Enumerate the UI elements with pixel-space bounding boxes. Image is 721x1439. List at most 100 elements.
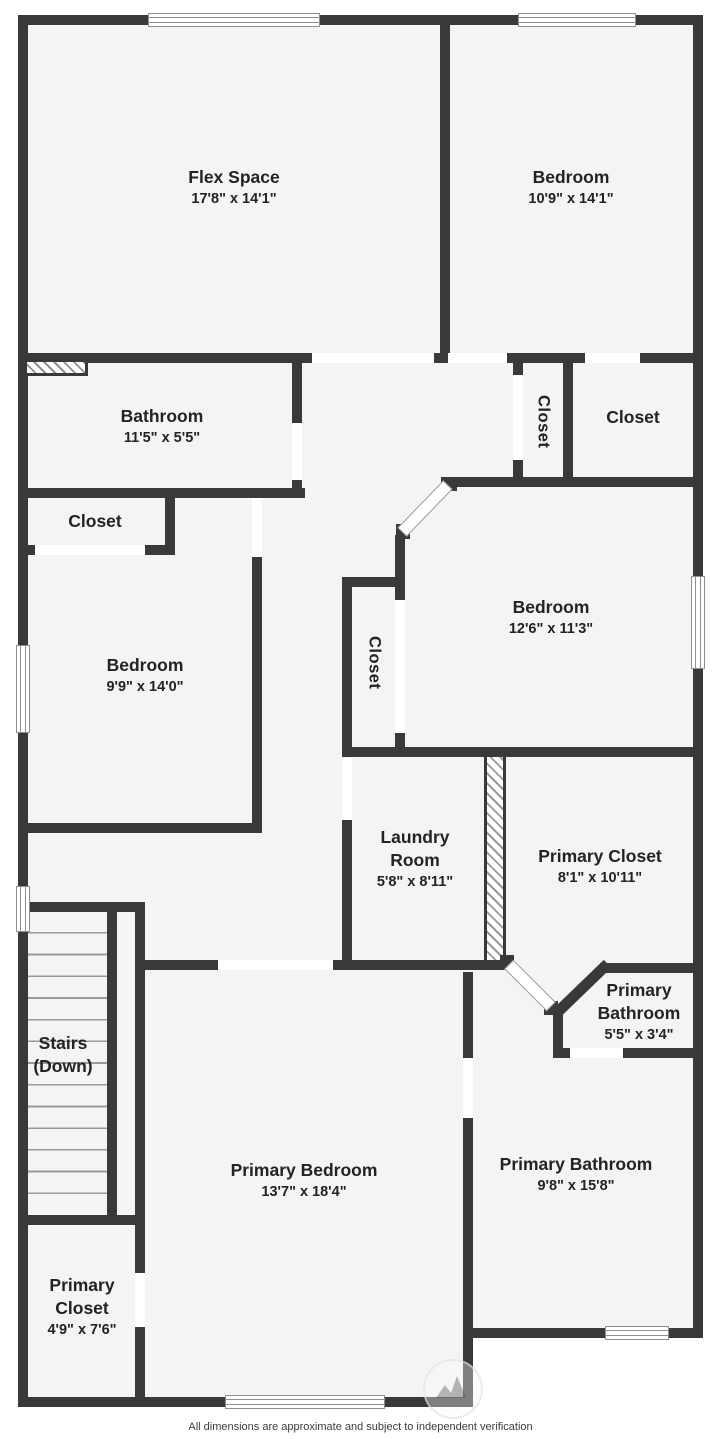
wall-laundry-south bbox=[333, 960, 510, 970]
opening-closet-narrow bbox=[513, 375, 523, 460]
wall-upper-band-west bbox=[18, 353, 312, 363]
hatched-chase bbox=[484, 757, 506, 960]
wall-upper-band-east bbox=[640, 353, 703, 363]
room-dims: 9'9" x 14'0" bbox=[106, 679, 184, 695]
opening-laundry bbox=[342, 758, 352, 820]
wall-primary-bedroom-east-upper bbox=[463, 972, 473, 1058]
room-label-primary-bathroom: Primary Bathroom 9'8" x 15'8" bbox=[466, 1153, 686, 1196]
wall-stairs-north bbox=[18, 902, 145, 912]
wall-closets-south bbox=[450, 477, 703, 487]
room-name: Primary Bathroom bbox=[597, 980, 681, 1023]
opening-primary-bathroom bbox=[463, 1058, 473, 1118]
opening-flex-space bbox=[312, 353, 434, 363]
wall-closet-middle-east-upper bbox=[395, 587, 405, 600]
room-name: Closet bbox=[68, 511, 122, 531]
room-label-closet-middle: Closet bbox=[365, 636, 384, 690]
window-primary-bathroom bbox=[605, 1326, 669, 1340]
footer-disclaimer: All dimensions are approximate and subje… bbox=[188, 1421, 533, 1433]
room-label-primary-bedroom: Primary Bedroom 13'7" x 18'4" bbox=[184, 1159, 424, 1202]
room-label-stairs: Stairs (Down) bbox=[23, 1032, 103, 1078]
wall-hall-closet-east bbox=[165, 498, 175, 555]
room-name: Stairs (Down) bbox=[33, 1033, 93, 1076]
window-primary-bedroom bbox=[225, 1395, 385, 1409]
wall-hall-closet-south-west bbox=[18, 545, 35, 555]
wall-primary-bedroom-north-west bbox=[145, 960, 218, 970]
room-label-bathroom: Bathroom 11'5" x 5'5" bbox=[62, 405, 262, 448]
room-name: Primary Bedroom bbox=[230, 1160, 378, 1180]
wall-bathroom-east-upper bbox=[292, 363, 302, 423]
room-name: Bedroom bbox=[106, 655, 184, 675]
room-name: Bedroom bbox=[532, 167, 610, 187]
room-name: Primary Closet bbox=[538, 846, 662, 866]
wall-toilet-south-east bbox=[623, 1048, 703, 1058]
room-label-bedroom-top: Bedroom 10'9" x 14'1" bbox=[451, 166, 691, 209]
stair-treads bbox=[28, 912, 107, 1212]
window-flex-space bbox=[148, 13, 320, 27]
room-name: Laundry Room bbox=[380, 827, 450, 870]
window-bedroom-top bbox=[518, 13, 636, 27]
window-stairs bbox=[16, 886, 30, 932]
room-label-bedroom-left: Bedroom 9'9" x 14'0" bbox=[45, 654, 245, 697]
room-name: Primary Closet bbox=[49, 1275, 115, 1318]
wall-bedroom-middle-west bbox=[395, 535, 405, 587]
watermark-logo bbox=[422, 1358, 484, 1420]
wall-closet-middle-north bbox=[342, 577, 405, 587]
opening-bedroom-top bbox=[448, 353, 507, 363]
opening-primary-bedroom bbox=[218, 960, 333, 970]
wall-hall-closet-south-east bbox=[145, 545, 175, 555]
room-dims: 13'7" x 18'4" bbox=[261, 1184, 347, 1200]
wall-bedroom-left-south bbox=[18, 823, 262, 833]
room-dims: 17'8" x 14'1" bbox=[191, 191, 277, 207]
room-dims: 11'5" x 5'5" bbox=[123, 430, 201, 446]
room-label-primary-closet-lower: Primary Closet 4'9" x 7'6" bbox=[37, 1274, 127, 1340]
room-dims: 8'1" x 10'11" bbox=[557, 870, 643, 886]
opening-closet-middle bbox=[395, 600, 405, 733]
wall-closet-middle-west bbox=[342, 587, 352, 757]
room-label-closet-narrow: Closet bbox=[534, 395, 553, 449]
wall-bathroom-south bbox=[18, 488, 305, 498]
wall-primary-bedroom-west-upper bbox=[135, 910, 145, 1273]
opening-bedroom-left bbox=[252, 498, 262, 557]
wall-primary-bathroom-south bbox=[463, 1328, 703, 1338]
room-label-primary-closet-upper: Primary Closet 8'1" x 10'11" bbox=[500, 845, 700, 888]
room-dims: 5'5" x 3'4" bbox=[604, 1027, 674, 1043]
wall-closet-divider bbox=[563, 363, 573, 477]
window-bedroom-left bbox=[16, 645, 30, 733]
wall-primary-bedroom-east-lower bbox=[463, 1118, 473, 1407]
room-name: Flex Space bbox=[188, 167, 280, 187]
opening-bathroom bbox=[292, 423, 302, 480]
opening-primary-closet-lower bbox=[135, 1273, 145, 1327]
wall-upper-band-mid bbox=[434, 353, 448, 363]
wall-closet-narrow-west-upper bbox=[513, 363, 523, 375]
room-label-closet-top-right: Closet bbox=[573, 406, 693, 429]
opening-hall-closet bbox=[35, 545, 145, 555]
room-dims: 12'6" x 11'3" bbox=[508, 621, 594, 637]
wall-laundry-west bbox=[342, 820, 352, 970]
room-name: Closet bbox=[606, 407, 660, 427]
window-bedroom-middle bbox=[691, 576, 705, 669]
room-dims: 10'9" x 14'1" bbox=[528, 191, 614, 207]
wall-bedroom-left-east bbox=[252, 557, 262, 823]
wall-outer-top bbox=[18, 15, 703, 25]
wall-stairs-east bbox=[107, 910, 117, 1215]
room-name: Bedroom bbox=[512, 597, 590, 617]
wall-primary-bedroom-west-lower bbox=[135, 1327, 145, 1407]
wall-upper-band-closets bbox=[507, 353, 585, 363]
exterior-cutout bbox=[473, 1338, 721, 1439]
wall-outer-right bbox=[693, 15, 703, 1338]
wall-toilet-south-west bbox=[553, 1048, 570, 1058]
room-dims: 9'8" x 15'8" bbox=[537, 1178, 615, 1194]
wall-toilet-west bbox=[553, 1008, 563, 1057]
room-dims: 5'8" x 8'11" bbox=[376, 874, 454, 890]
floor-area bbox=[18, 15, 703, 1407]
room-name: Primary Bathroom bbox=[499, 1154, 653, 1174]
room-label-primary-bathroom-small: Primary Bathroom 5'5" x 3'4" bbox=[589, 979, 689, 1045]
wall-toilet-north bbox=[600, 963, 703, 973]
wall-primary-closet-lower-north bbox=[18, 1215, 145, 1225]
opening-toilet-room bbox=[570, 1048, 623, 1058]
wall-flex-bedroom-divider bbox=[440, 15, 450, 363]
room-label-bedroom-middle: Bedroom 12'6" x 11'3" bbox=[451, 596, 651, 639]
wall-closet-narrow-west-lower bbox=[513, 460, 523, 478]
room-name: Bathroom bbox=[120, 406, 204, 426]
